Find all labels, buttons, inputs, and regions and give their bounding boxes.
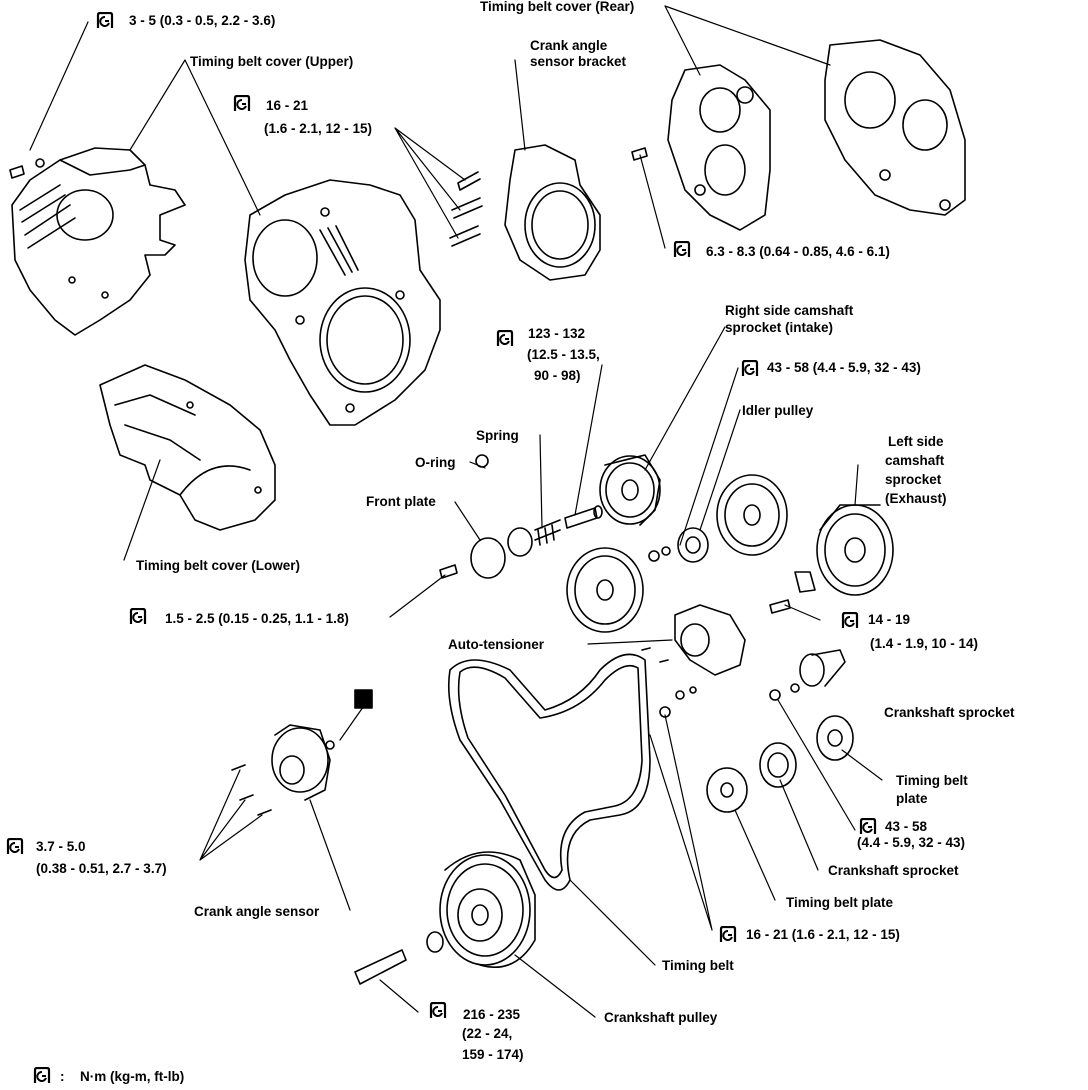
torque-value: 43 - 58 xyxy=(885,819,928,834)
timing-belt-cover-rear-right xyxy=(824,39,966,216)
upper-cover-bolts xyxy=(9,147,648,247)
label-idler-pulley: Idler pulley xyxy=(742,403,814,418)
torque-icon xyxy=(841,612,859,630)
idler-pulley xyxy=(648,527,709,563)
torque-value: 90 - 98) xyxy=(534,368,581,383)
timing-belt xyxy=(447,653,651,891)
leader-lines xyxy=(29,5,883,1018)
label-left-camshaft-sprocket-2: camshaft xyxy=(885,453,945,468)
timing-belt-cover-upper-left xyxy=(11,147,186,336)
timing-belt-plate-right xyxy=(816,715,854,761)
torque-icon xyxy=(96,12,114,30)
timing-belt-cover-upper-right xyxy=(244,179,441,426)
camshaft-sprocket-front xyxy=(566,547,644,633)
torque-icon xyxy=(673,241,691,259)
legend-torque-icon xyxy=(33,1067,51,1085)
crankshaft-sprocket-upper xyxy=(769,571,846,701)
torque-icon xyxy=(429,1002,447,1020)
torque-value: 3.7 - 5.0 xyxy=(36,839,86,854)
torque-value: 6.3 - 8.3 (0.64 - 0.85, 4.6 - 6.1) xyxy=(706,244,890,259)
middle-sprocket xyxy=(716,474,788,556)
torque-icon xyxy=(233,95,251,113)
torque-value: (1.4 - 1.9, 10 - 14) xyxy=(870,636,979,651)
label-crank-angle-sensor: Crank angle sensor xyxy=(194,904,320,919)
torque-icon xyxy=(129,608,147,626)
torque-value: 43 - 58 (4.4 - 5.9, 32 - 43) xyxy=(767,360,921,375)
label-timing-belt-cover-rear: Timing belt cover (Rear) xyxy=(480,0,635,14)
left-camshaft-sprocket xyxy=(816,504,894,596)
crankshaft-pulley xyxy=(354,851,536,985)
crank-angle-sensor xyxy=(231,689,373,816)
timing-belt-cover-lower xyxy=(99,364,276,531)
label-left-camshaft-sprocket-1: Left side xyxy=(888,434,944,449)
legend-units: N·m (kg-m, ft-lb) xyxy=(80,1069,185,1084)
label-timing-belt-plate-right-2: plate xyxy=(896,791,928,806)
timing-belt-plate xyxy=(706,767,748,813)
torque-value: (4.4 - 5.9, 32 - 43) xyxy=(857,835,966,850)
right-camshaft-sprocket xyxy=(599,454,661,526)
label-left-camshaft-sprocket-3: sprocket xyxy=(885,472,942,487)
label-crank-angle-sensor-bracket-1: Crank angle xyxy=(530,38,608,53)
auto-tensioner xyxy=(641,604,746,718)
torque-value: (1.6 - 2.1, 12 - 15) xyxy=(264,121,373,136)
torque-value: 16 - 21 (1.6 - 2.1, 12 - 15) xyxy=(746,927,900,942)
label-timing-belt-plate-right-1: Timing belt xyxy=(896,773,968,788)
label-left-camshaft-sprocket-4: (Exhaust) xyxy=(885,491,947,506)
torque-value: (12.5 - 13.5, xyxy=(527,347,600,362)
label-crankshaft-sprocket: Crankshaft sprocket xyxy=(828,863,959,878)
torque-icon xyxy=(6,838,24,856)
torque-icon xyxy=(496,330,514,348)
crank-angle-sensor-bracket xyxy=(504,144,601,281)
torque-icon xyxy=(719,926,737,944)
label-timing-belt-cover-lower: Timing belt cover (Lower) xyxy=(136,558,301,573)
label-o-ring: O-ring xyxy=(415,455,456,470)
torque-value: 123 - 132 xyxy=(528,326,586,341)
label-spring: Spring xyxy=(476,428,519,443)
torque-value: 216 - 235 xyxy=(463,1007,521,1022)
label-crankshaft-sprocket-top: Crankshaft sprocket xyxy=(884,705,1015,720)
label-timing-belt-plate: Timing belt plate xyxy=(786,895,894,910)
torque-value: 159 - 174) xyxy=(462,1047,524,1062)
torque-icon xyxy=(741,360,759,378)
torque-value: 1.5 - 2.5 (0.15 - 0.25, 1.1 - 1.8) xyxy=(165,611,349,626)
torque-value: 3 - 5 (0.3 - 0.5, 2.2 - 3.6) xyxy=(129,13,276,28)
label-crank-angle-sensor-bracket-2: sensor bracket xyxy=(530,54,627,69)
label-timing-belt-cover-upper: Timing belt cover (Upper) xyxy=(190,54,354,69)
timing-belt-cover-rear-left xyxy=(667,64,771,231)
label-front-plate: Front plate xyxy=(366,494,436,509)
label-right-camshaft-sprocket-2: sprocket (intake) xyxy=(725,320,834,335)
crankshaft-sprocket xyxy=(759,742,797,788)
torque-value: 14 - 19 xyxy=(868,612,911,627)
label-timing-belt: Timing belt xyxy=(662,958,734,973)
label-right-camshaft-sprocket-1: Right side camshaft xyxy=(725,303,854,318)
torque-value: (0.38 - 0.51, 2.7 - 3.7) xyxy=(36,861,167,876)
label-crankshaft-pulley: Crankshaft pulley xyxy=(604,1010,718,1025)
torque-value: 16 - 21 xyxy=(266,98,309,113)
legend-colon: : xyxy=(60,1069,65,1084)
torque-value: (22 - 24, xyxy=(462,1026,513,1041)
label-auto-tensioner: Auto-tensioner xyxy=(448,637,544,652)
